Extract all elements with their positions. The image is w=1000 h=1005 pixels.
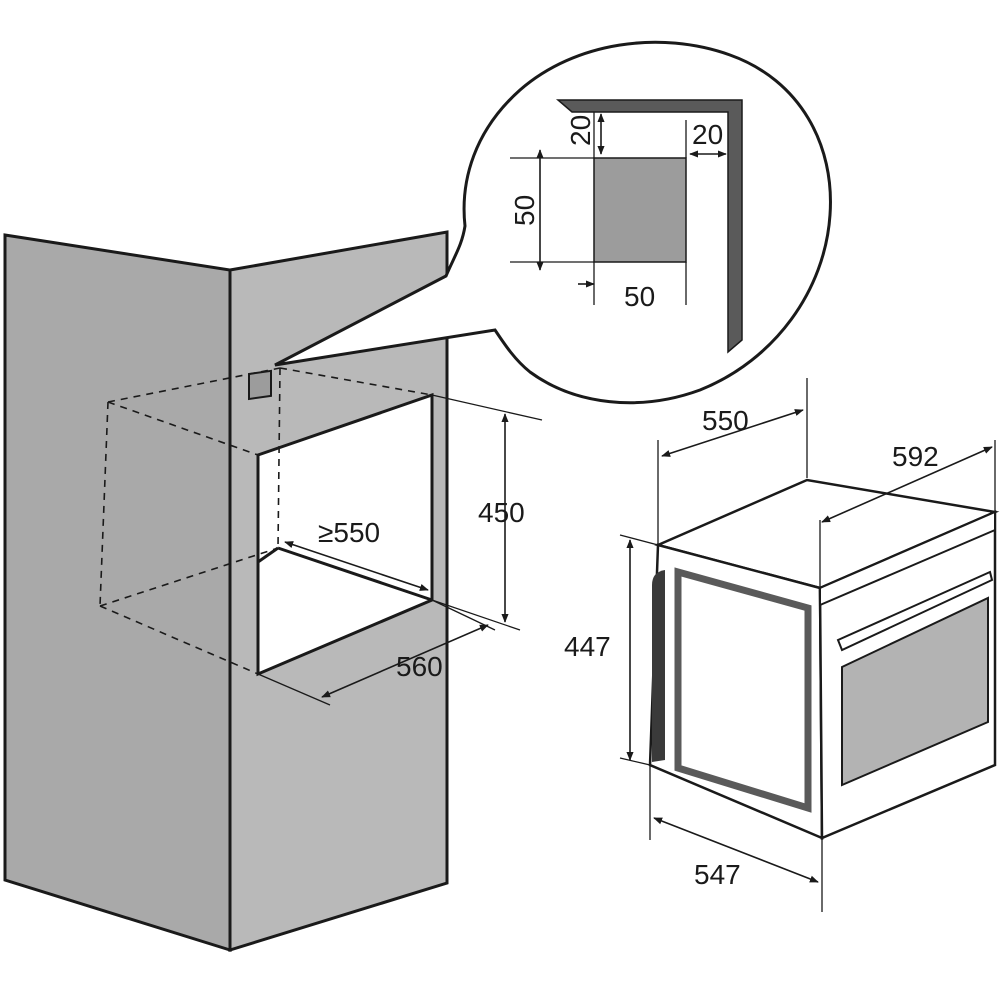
niche-width-label: 560 [396, 651, 443, 682]
oven-body-width-label: 547 [694, 859, 741, 890]
oven-dimensions: 550 592 447 547 [564, 378, 996, 912]
side-clearance-label: 20 [692, 119, 723, 150]
ventilation-opening [248, 369, 272, 401]
oven [648, 478, 1000, 840]
cabinet-corner-section [555, 99, 743, 354]
oven-side-frame [674, 567, 812, 813]
niche-dimensions: 450 ≥550 560 [257, 394, 543, 706]
vent-detail-square [593, 157, 687, 263]
vent-height-label: 50 [509, 195, 540, 226]
oven-door-handle[interactable] [836, 570, 994, 652]
oven-width-label: 592 [892, 441, 939, 472]
niche-inner-back [257, 546, 279, 564]
oven-window [841, 596, 989, 787]
niche-height-label: 450 [478, 497, 525, 528]
top-clearance-label: 20 [565, 115, 596, 146]
niche-depth-label: ≥550 [318, 517, 380, 548]
callout-bubble [274, 40, 832, 405]
niche-hidden-lines [99, 367, 433, 675]
oven-side-trim [652, 570, 665, 762]
cabinet [3, 230, 449, 953]
oven-height-label: 447 [564, 631, 611, 662]
vent-width-label: 50 [624, 281, 655, 312]
oven-control-strip [819, 510, 996, 607]
cabinet-side-panel [3, 233, 232, 953]
detail-callout: 20 20 50 50 [274, 40, 832, 405]
oven-depth-label: 550 [702, 405, 749, 436]
